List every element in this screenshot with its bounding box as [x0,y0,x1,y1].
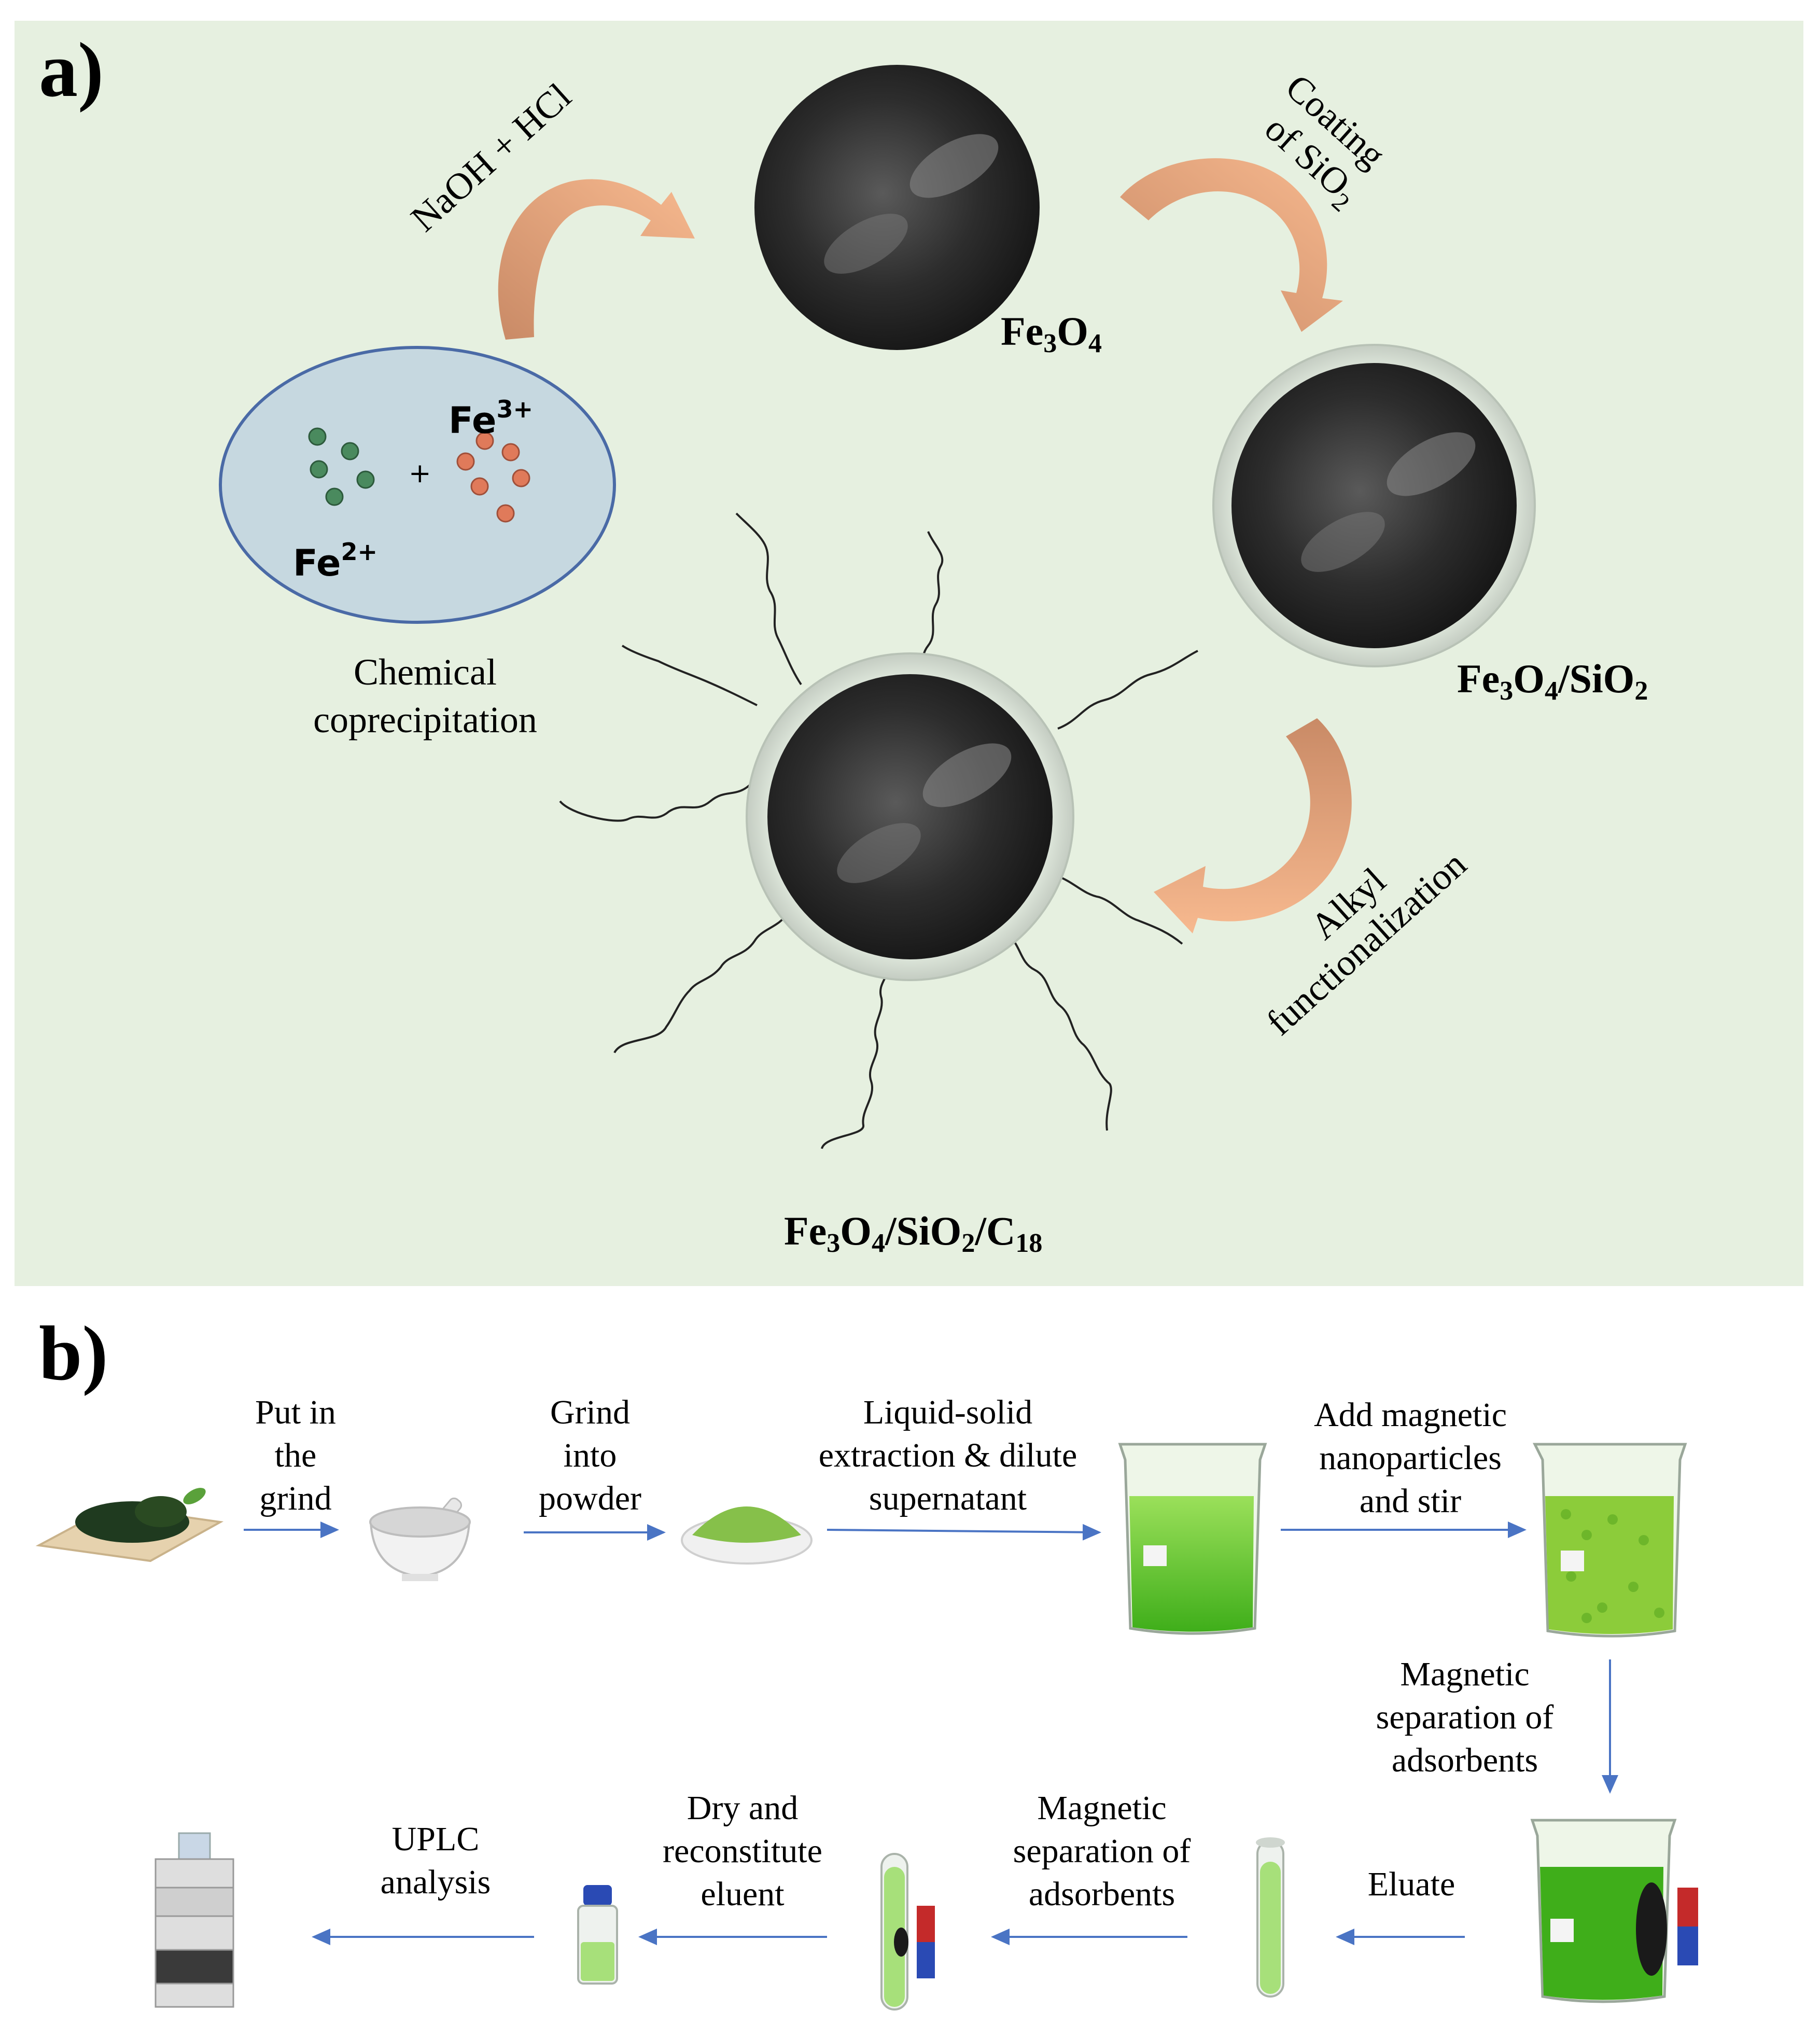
mortar-pestle-image [369,1497,471,1581]
step-grind-powder: Grind into powder [539,1393,641,1517]
fe3o4-sio2-c18-nanoparticle [559,512,1198,1149]
svg-text:grind: grind [259,1479,331,1517]
svg-text:analysis: analysis [381,1863,491,1901]
fe3-label: Fe3+ [449,395,533,442]
test-tube-eluate-image [1256,1837,1285,1998]
arrow-coating [1120,158,1343,332]
method-label-line2: coprecipitation [313,699,537,741]
beaker-extract-image [1118,1443,1267,1635]
fe3o4-nanoparticle [754,65,1040,350]
step-extraction: Liquid-solid extraction & dilute superna… [819,1393,1077,1517]
svg-text:Magnetic: Magnetic [1400,1655,1529,1693]
panel-a-label: a) [39,27,104,113]
plus-sign: + [409,458,431,489]
fe2-label: Fe2+ [293,538,377,584]
arrow-coprecipitation [498,179,695,340]
fe3o4-sio2-nanoparticle [1212,344,1536,667]
svg-text:separation of: separation of [1376,1698,1554,1736]
flow-arrow-3 [827,1524,1101,1541]
panel-b-label: b) [39,1310,108,1397]
svg-text:Magnetic: Magnetic [1037,1789,1166,1827]
svg-text:into: into [564,1436,617,1474]
svg-text:adsorbents: adsorbents [1029,1875,1175,1913]
svg-text:UPLC: UPLC [392,1820,480,1858]
step-eluate: Eluate [1368,1865,1455,1903]
fe3o4-sio2-label: Fe3O4/SiO2 [1457,656,1648,706]
svg-text:supernatant: supernatant [869,1479,1027,1517]
svg-text:Dry and: Dry and [687,1789,798,1827]
fe3-ion-dots [456,431,530,523]
svg-text:the: the [275,1436,317,1474]
svg-text:adsorbents: adsorbents [1392,1741,1538,1779]
step-add-nanoparticles: Add magnetic nanoparticles and stir [1314,1396,1507,1520]
tea-leaves-image [35,1488,224,1562]
step-magnetic-separation-2: Magnetic separation of adsorbents [1013,1789,1191,1913]
vial-image [577,1885,618,1985]
step-magnetic-separation-1: Magnetic separation of adsorbents [1376,1655,1554,1779]
step-uplc-analysis: UPLC analysis [381,1820,491,1901]
method-label-line1: Chemical [354,651,497,693]
svg-text:Liquid-solid: Liquid-solid [863,1393,1032,1431]
test-tube-magnet-image [880,1853,935,2011]
svg-text:Eluate: Eluate [1368,1865,1455,1903]
fe2-ion-dots [308,427,375,506]
uplc-instrument-image [155,1832,234,2008]
svg-text:Put in: Put in [255,1393,336,1431]
fe3o4-sio2-c18-label: Fe3O4/SiO2/C18 [784,1208,1042,1258]
svg-text:eluent: eluent [701,1875,784,1913]
green-powder-image [681,1506,813,1565]
svg-text:Add magnetic: Add magnetic [1314,1396,1507,1434]
svg-text:Grind: Grind [550,1393,630,1431]
svg-text:reconstitute: reconstitute [663,1832,822,1870]
beaker-nanoparticles-image [1532,1443,1687,1638]
svg-text:and stir: and stir [1360,1482,1461,1520]
step-dry-reconstitute: Dry and reconstitute eluent [663,1789,822,1913]
svg-text:extraction & dilute: extraction & dilute [819,1436,1077,1474]
beaker-magnet-image [1530,1819,1698,2003]
svg-text:nanoparticles: nanoparticles [1319,1439,1502,1477]
svg-text:powder: powder [539,1479,641,1517]
iron-ion-solution: + Fe3+ Fe2+ [219,346,616,624]
arrow-alkylation [1154,718,1352,933]
fe3o4-label: Fe3O4 [1001,309,1102,358]
step-put-in-grind: Put in the grind [255,1393,336,1517]
svg-text:separation of: separation of [1013,1832,1191,1870]
